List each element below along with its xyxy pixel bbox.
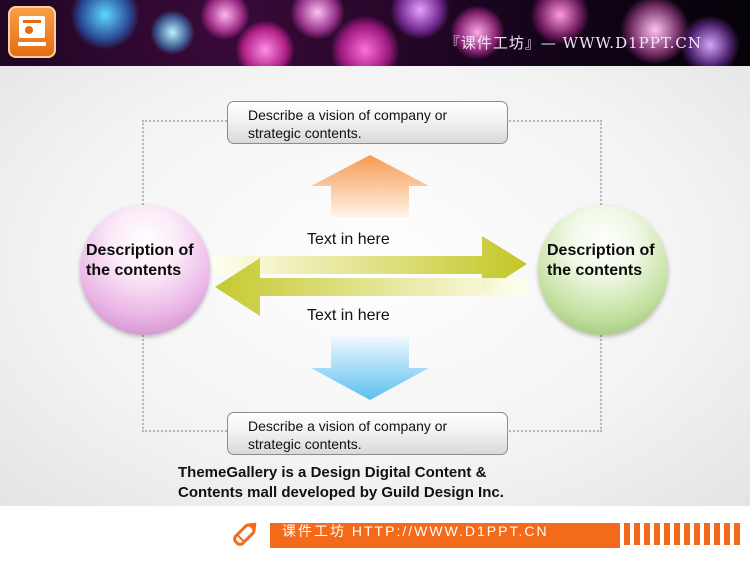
arrow-right	[212, 236, 527, 293]
left-sphere: Description of the contents	[80, 205, 210, 335]
arrow-left	[215, 258, 527, 316]
bottom-description-box: Describe a vision of company or strategi…	[227, 412, 508, 455]
arrow-top-label: Text in here	[307, 231, 390, 248]
arrow-down	[311, 337, 429, 400]
header-title: 『课件工坊』— WWW.D1PPT.CN	[444, 34, 702, 52]
arrow-bottom-label: Text in here	[307, 307, 390, 324]
top-description-box: Describe a vision of company or strategi…	[227, 101, 508, 144]
arrow-up	[311, 155, 429, 217]
footer-strip	[270, 523, 620, 548]
right-sphere-label: Description of the contents	[547, 242, 655, 279]
tagline: ThemeGallery is a Design Digital Content…	[178, 463, 504, 503]
pencil-icon	[233, 522, 257, 546]
right-sphere: Description of the contents	[538, 205, 668, 335]
tagline-line-1: ThemeGallery is a Design Digital Content…	[178, 464, 487, 481]
footer-url[interactable]: 课件工坊 HTTP://WWW.D1PPT.CN	[282, 523, 549, 539]
left-sphere-label: Description of the contents	[86, 242, 194, 279]
tagline-line-2: Contents mall developed by Guild Design …	[178, 484, 504, 501]
footer-stripes	[624, 523, 750, 545]
header-banner: 『课件工坊』— WWW.D1PPT.CN	[0, 0, 750, 66]
presentation-icon	[8, 6, 56, 58]
